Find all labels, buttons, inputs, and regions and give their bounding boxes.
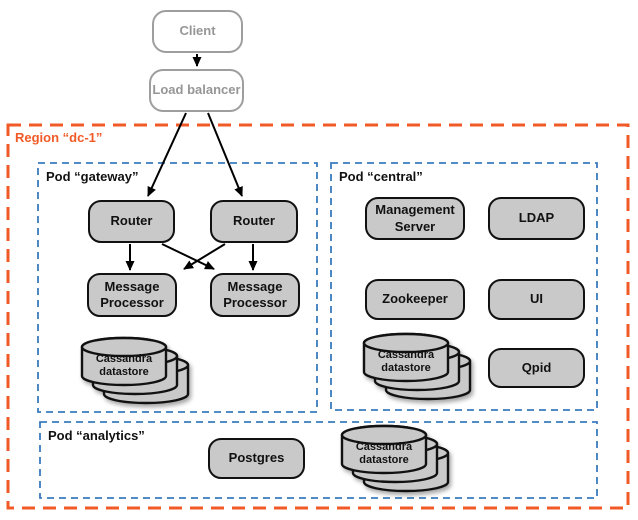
load-balancer-node: Load balancer [149,69,244,112]
management-server-label: Management Server [375,202,455,234]
ldap-label: LDAP [518,210,555,226]
pod-analytics-label: Pod “analytics” [48,428,145,443]
message-processor-1-label: Message Processor [100,278,164,310]
message-processor-2-label: Message Processor [223,278,287,310]
analytics-cassandra-label: Cassandra datastore [355,441,413,467]
gateway-cassandra-datastore: Cassandra datastore [80,336,192,408]
central-cassandra-datastore: Cassandra datastore [362,332,474,404]
router-1-node: Router [88,200,175,243]
pod-central-label: Pod “central” [339,169,423,184]
management-server-node: Management Server [365,197,465,240]
gateway-cassandra-label: Cassandra datastore [95,353,153,379]
arrow-loadbalancer-to-router2 [207,112,243,197]
message-processor-1-node: Message Processor [87,273,177,317]
analytics-cassandra-datastore: Cassandra datastore [340,424,452,496]
arrow-router1-to-processor2 [161,243,215,270]
client-label: Client [179,23,216,39]
zookeeper-label: Zookeeper [382,291,448,307]
ui-label: UI [530,291,543,307]
qpid-node: Qpid [488,348,585,388]
qpid-label: Qpid [521,359,552,375]
region-dc1-label: Region “dc-1” [15,130,103,145]
postgres-node: Postgres [208,438,305,479]
arrow-loadbalancer-to-router1 [147,112,187,197]
zookeeper-node: Zookeeper [365,279,465,320]
message-processor-2-node: Message Processor [210,273,300,317]
ui-node: UI [488,279,585,320]
postgres-label: Postgres [228,450,285,466]
router-2-node: Router [210,200,298,243]
router-2-label: Router [233,213,275,229]
central-cassandra-label: Cassandra datastore [377,349,435,375]
load-balancer-label: Load balancer [152,82,241,98]
pod-gateway-label: Pod “gateway” [46,169,139,184]
ldap-node: LDAP [488,197,585,240]
arrow-router2-to-processor1 [183,243,226,270]
client-node: Client [152,10,243,53]
router-1-label: Router [110,213,153,229]
